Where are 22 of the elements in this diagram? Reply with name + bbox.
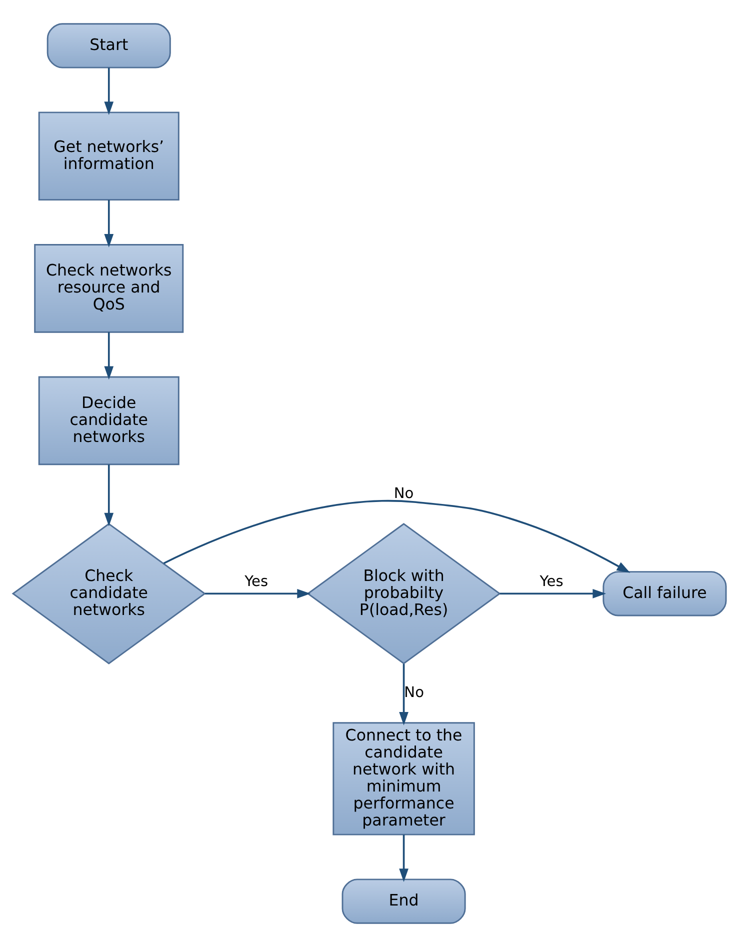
edge-label: No (404, 684, 424, 701)
edge-label: No (394, 484, 414, 502)
arrow (104, 464, 114, 526)
node-box: Decide candidate networks (38, 376, 180, 466)
edge-label: Yes (244, 572, 268, 590)
node-box: Connect to the candidate network with minimum performance parameter (332, 722, 475, 836)
node-diamond: Block with probabilty P(load,Res) (306, 522, 501, 664)
arrow (205, 588, 311, 598)
arrow (104, 200, 114, 248)
arrow (500, 588, 606, 598)
node-diamond: Check candidate networks (12, 522, 206, 664)
arrow (104, 332, 114, 380)
arrow (104, 68, 114, 115)
arrow (399, 834, 408, 882)
node-box: Check networks resource and QoS (34, 244, 184, 333)
arrow (399, 664, 408, 726)
arrow (163, 500, 630, 573)
node-box: End (342, 878, 466, 924)
node-box: Call failure (602, 571, 727, 616)
edge-label: Yes (540, 572, 564, 590)
node-box: Get networks’ information (38, 112, 180, 201)
node-box: Start (46, 23, 171, 68)
